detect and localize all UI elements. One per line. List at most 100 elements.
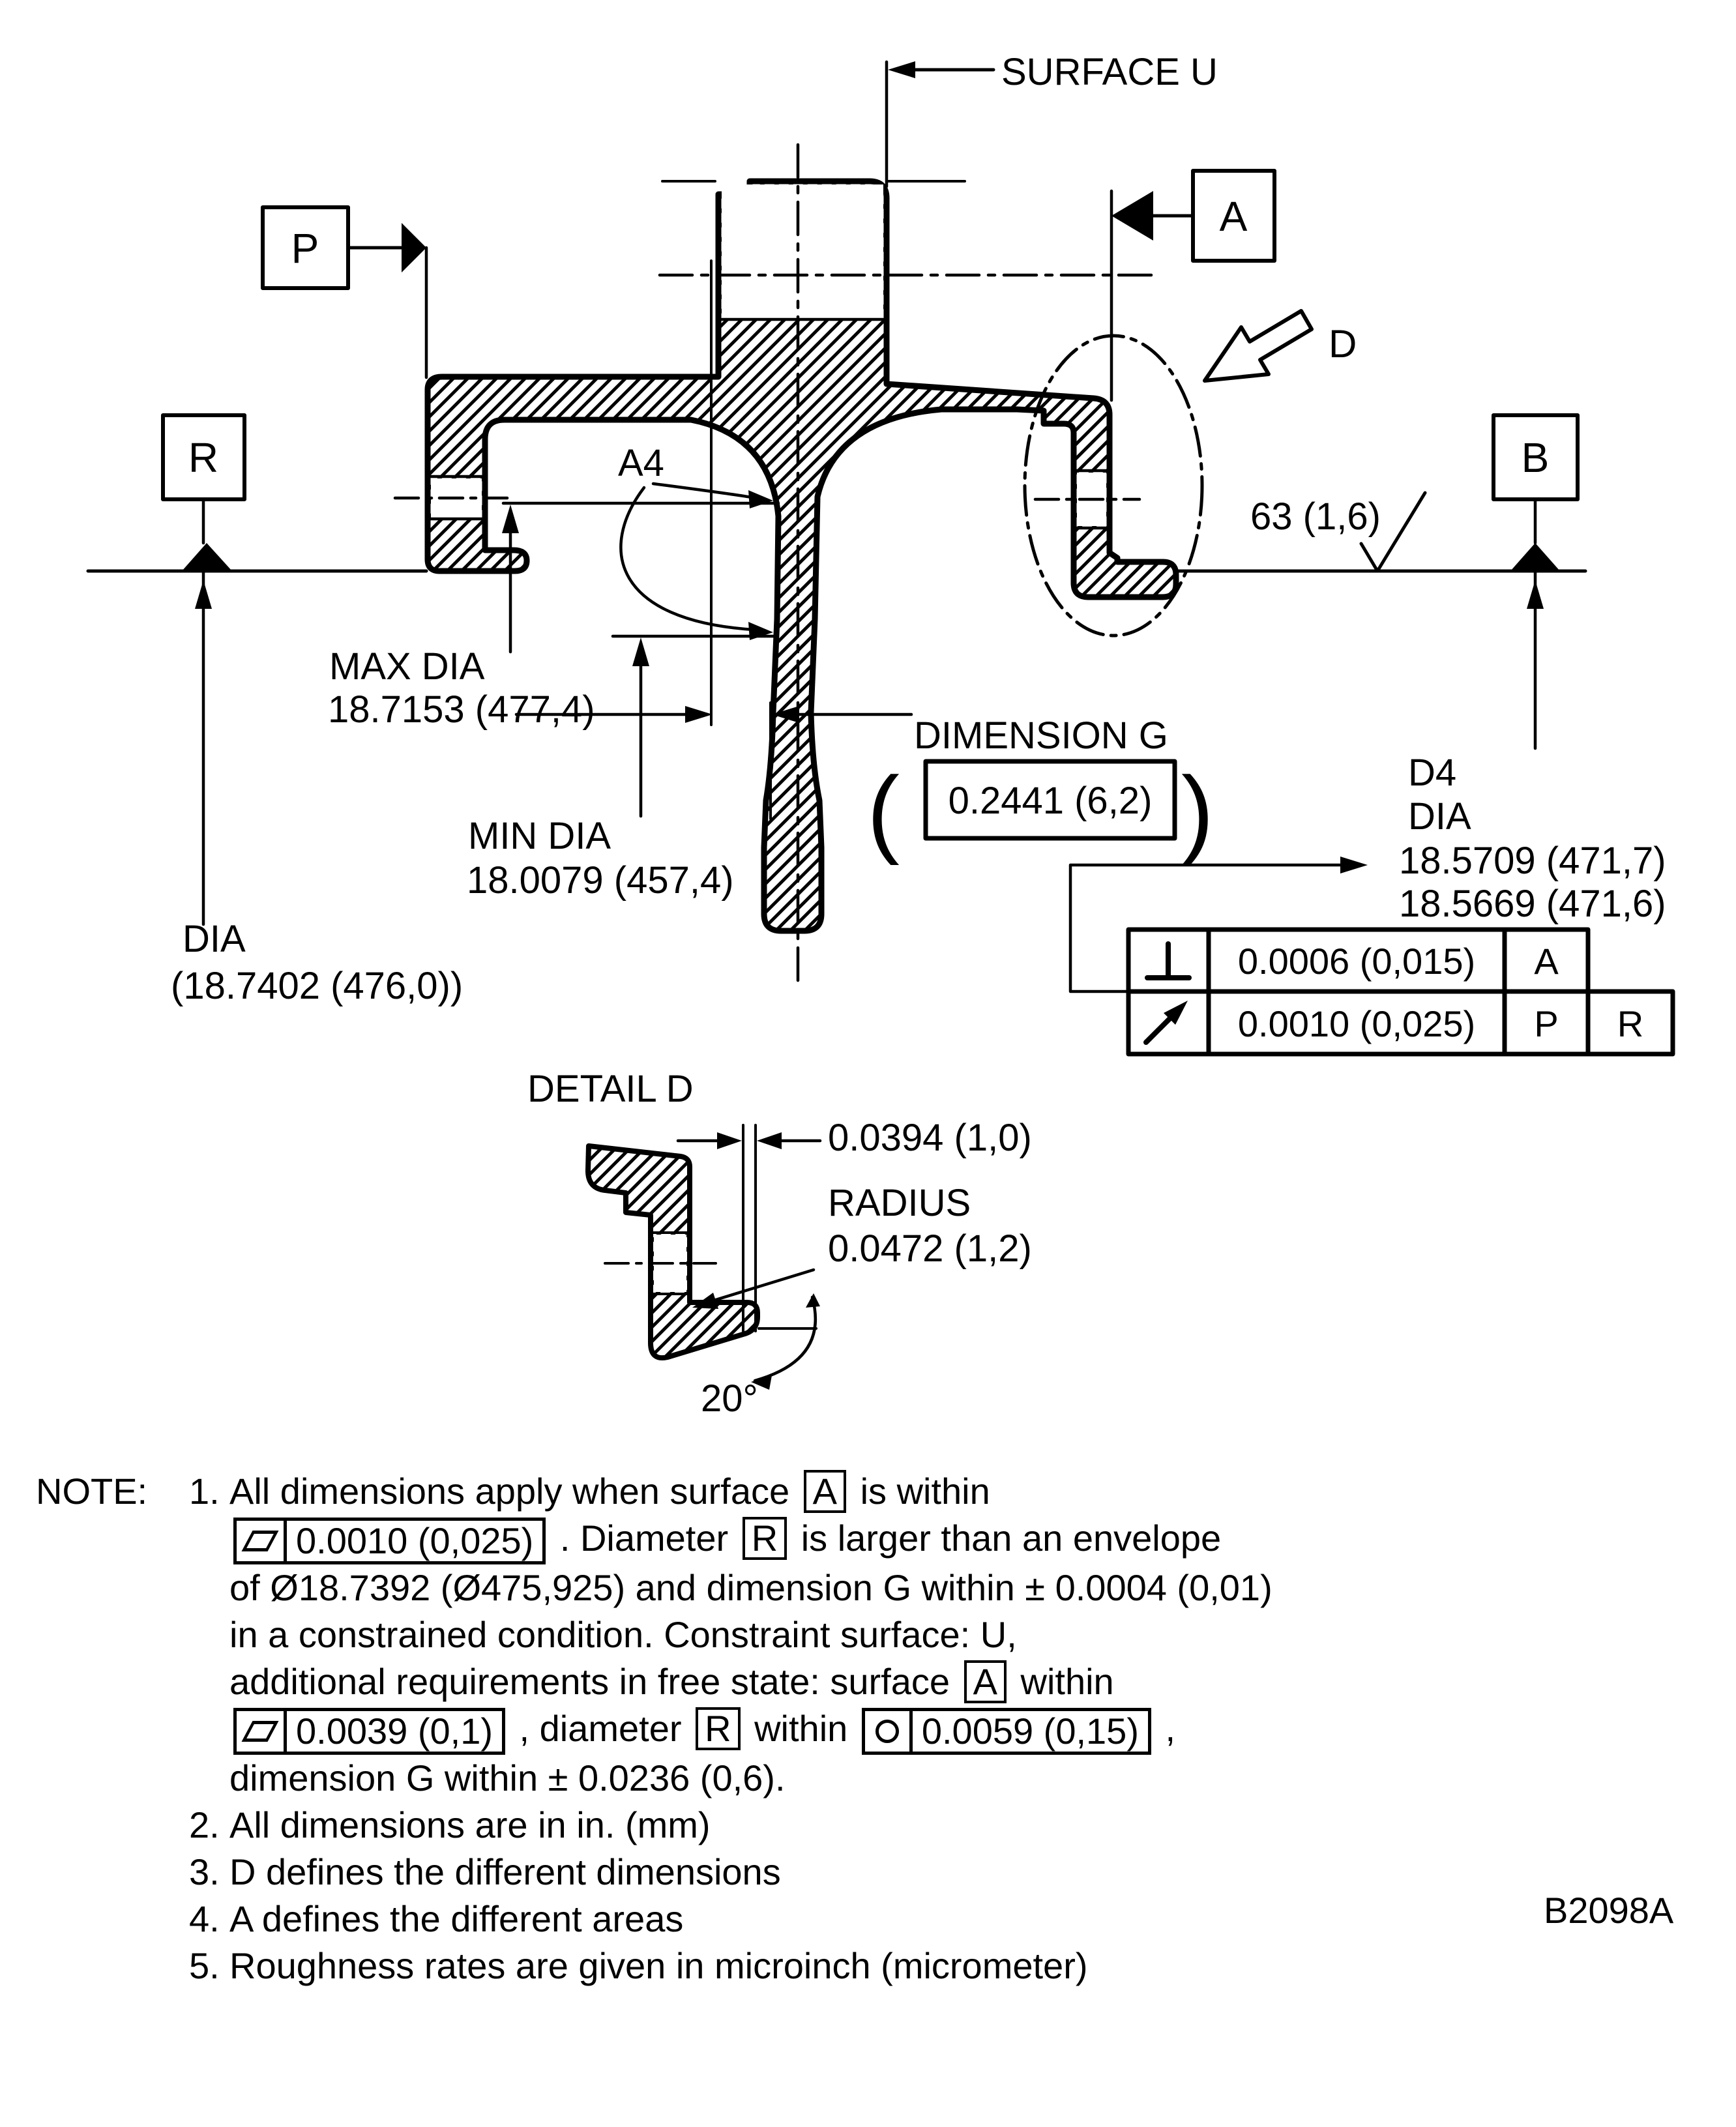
datum-r: R	[161, 413, 246, 571]
tolerance-frame: 0.0059 (0,15)	[861, 1708, 1151, 1755]
fcf-row1-value: 0.0006 (0,015)	[1238, 941, 1475, 982]
boxed-datum-letter: A	[964, 1660, 1007, 1704]
radius-label: RADIUS	[828, 1182, 971, 1224]
fcf-row1-datum: A	[1534, 941, 1559, 982]
boxed-datum-letter: R	[696, 1707, 741, 1751]
detail-d-view: DETAIL D 0.0394 (1,0) RADIUS 0.0472 (1,2…	[527, 1068, 1032, 1420]
angle-dimension: 20°	[701, 1293, 820, 1420]
flatness-icon	[241, 1721, 279, 1742]
main-section-view: SURFACE U P A R B	[86, 51, 1675, 1057]
note-text: dimension G within ± 0.0236 (0,6).	[229, 1757, 786, 1799]
d4-line2: DIA	[1408, 795, 1471, 838]
lip-offset-left-arrowhead	[717, 1132, 742, 1149]
lip-offset-dimension: 0.0394 (1,0)	[676, 1117, 1032, 1332]
datum-p-letter: P	[291, 225, 319, 272]
tolerance-frame: 0.0010 (0,025)	[233, 1518, 546, 1565]
paren-close: )	[1181, 756, 1214, 866]
angle-arrowhead-top	[806, 1293, 820, 1308]
d4-up-arrowhead	[1527, 580, 1544, 609]
datum-r-letter: R	[188, 434, 218, 481]
note-text: in a constrained condition. Constraint s…	[229, 1614, 1017, 1656]
tolerance-value: 0.0039 (0,1)	[296, 1710, 493, 1752]
datum-p-triangle-icon	[402, 223, 426, 272]
radius-arrowhead	[692, 1293, 718, 1309]
note-line: 3.D defines the different dimensions	[189, 1849, 1467, 1896]
fcf-row2-value: 0.0010 (0,025)	[1238, 1003, 1475, 1044]
surface-u-label: SURFACE U	[1001, 51, 1218, 93]
dim-g-left-arrowhead	[685, 706, 713, 723]
detail-d-arrow-icon	[1203, 309, 1314, 383]
boxed-datum-letter: A	[803, 1470, 847, 1513]
detail-d-boundary	[1023, 334, 1204, 638]
note-text: Roughness rates are given in microinch (…	[229, 1945, 1088, 1987]
datum-b-triangle-icon	[1510, 543, 1560, 571]
notes-heading: NOTE:	[36, 1471, 148, 1512]
tolerance-value: 0.0059 (0,15)	[921, 1710, 1139, 1752]
dimension-g-label: DIMENSION G	[914, 714, 1168, 757]
note-text: All dimensions apply when surface A is w…	[229, 1470, 990, 1513]
dia-value: (18.7402 (476,0))	[171, 965, 463, 1007]
note-number: 4.	[189, 1898, 220, 1940]
fcf-leader-arrowhead	[1340, 857, 1368, 873]
a4-upper-arrowhead	[748, 490, 773, 508]
note-text: D defines the different dimensions	[229, 1851, 781, 1893]
note-line: 5.Roughness rates are given in microinch…	[189, 1943, 1467, 1989]
min-dia-label: MIN DIA	[468, 815, 611, 857]
hub-bore-region	[722, 184, 883, 319]
angle-value: 20°	[701, 1377, 758, 1420]
detail-d-title: DETAIL D	[527, 1068, 694, 1110]
datum-r-triangle-icon	[182, 543, 232, 571]
datum-a-triangle-icon	[1111, 191, 1153, 241]
lip-offset-right-arrowhead	[757, 1132, 782, 1149]
circularity-icon	[875, 1720, 899, 1744]
min-dia-value: 18.0079 (457,4)	[467, 859, 734, 902]
tolerance-frame: 0.0039 (0,1)	[233, 1708, 505, 1755]
dia-label: DIA	[183, 918, 246, 960]
fcf-row2-datum1: P	[1534, 1003, 1558, 1044]
note-text: 0.0039 (0,1) , diameter R within 0.0059 …	[229, 1707, 1175, 1755]
dia-up-arrowhead	[195, 580, 212, 609]
flatness-icon	[241, 1531, 279, 1552]
detail-d-indicator: D	[1023, 309, 1357, 638]
note-line: in a constrained condition. Constraint s…	[189, 1611, 1467, 1658]
drawing-number: B2098A	[1544, 1890, 1674, 1931]
fcf-row2-datum2: R	[1617, 1003, 1643, 1044]
datum-a-letter: A	[1220, 193, 1248, 240]
surface-u-callout: SURFACE U	[885, 51, 1218, 188]
datum-p: P	[261, 205, 428, 379]
angle-arrowhead-bottom	[751, 1375, 772, 1390]
note-line: of Ø18.7392 (Ø475,925) and dimension G w…	[189, 1564, 1467, 1611]
dimension-g-value: 0.2441 (6,2)	[949, 780, 1153, 822]
radius-callout: RADIUS 0.0472 (1,2)	[692, 1182, 1032, 1309]
datum-b-letter: B	[1522, 434, 1550, 481]
detail-d-letter: D	[1329, 322, 1357, 366]
dimension-g-callout: DIMENSION G ( ) 0.2441 (6,2)	[514, 259, 1214, 866]
boxed-datum-letter: R	[742, 1517, 787, 1560]
feature-control-frames: 0.0006 (0,015) A 0.0010 (0,025) P R	[1068, 857, 1675, 1057]
datum-b: B	[1492, 413, 1580, 571]
surface-u-arrowhead	[888, 61, 915, 78]
datum-a: A	[1110, 169, 1276, 402]
radius-value: 0.0472 (1,2)	[828, 1227, 1032, 1270]
lip-offset-value: 0.0394 (1,0)	[828, 1117, 1032, 1159]
d4-value1: 18.5709 (471,7)	[1399, 840, 1666, 882]
a4-label: A4	[618, 442, 664, 484]
note-number: 5.	[189, 1945, 220, 1987]
d4-dia-callout: D4 DIA 18.5709 (471,7) 18.5669 (471,6)	[1399, 570, 1666, 925]
paren-open: (	[867, 756, 900, 866]
d4-line1: D4	[1408, 752, 1456, 794]
dim-g-right-arrowhead	[772, 706, 799, 723]
tolerance-value: 0.0010 (0,025)	[296, 1520, 534, 1562]
note-text: of Ø18.7392 (Ø475,925) and dimension G w…	[229, 1567, 1273, 1609]
note-number: 3.	[189, 1851, 220, 1893]
notes-items: 1.All dimensions apply when surface A is…	[189, 1468, 1467, 1989]
note-line: 0.0039 (0,1) , diameter R within 0.0059 …	[189, 1705, 1467, 1755]
note-text: All dimensions are in in. (mm)	[229, 1804, 711, 1846]
part-cross-section	[424, 178, 1179, 934]
note-line: dimension G within ± 0.0236 (0,6).	[189, 1755, 1467, 1802]
note-line: 0.0010 (0,025) . Diameter R is larger th…	[189, 1515, 1467, 1565]
note-number: 2.	[189, 1804, 220, 1846]
surface-finish-callout: 63 (1,6)	[1250, 491, 1427, 573]
